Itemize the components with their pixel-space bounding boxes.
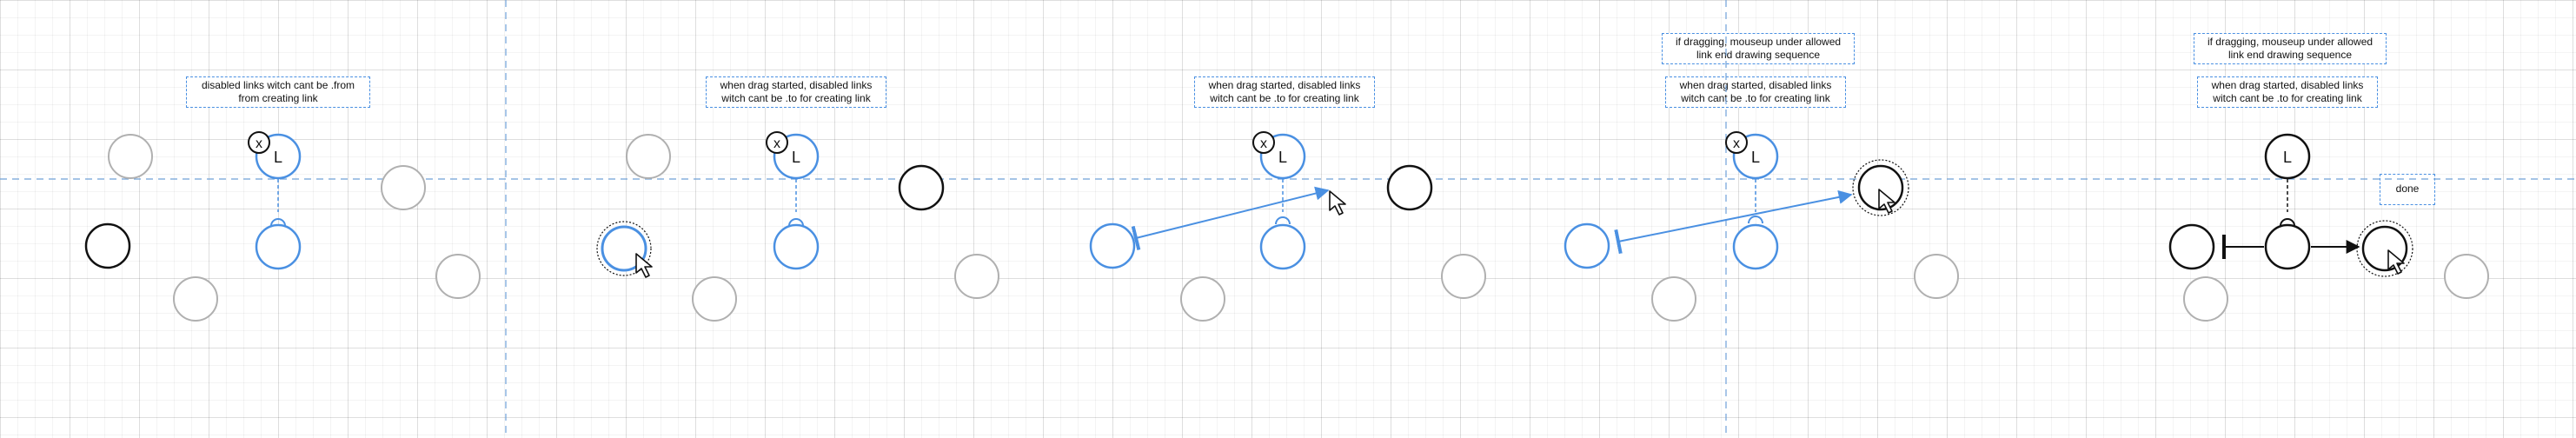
link-hop-arc	[1748, 216, 1763, 224]
node-gray[interactable]	[1914, 254, 1959, 299]
node-gray[interactable]	[1180, 276, 1225, 322]
node-black[interactable]	[2168, 223, 2215, 270]
node-blue-source[interactable]	[1564, 222, 1610, 269]
node-black[interactable]	[2264, 223, 2311, 270]
node-black-target[interactable]	[1857, 164, 1904, 211]
node-gray[interactable]	[692, 276, 737, 322]
link-hop-arc	[2280, 218, 2295, 227]
link-hop-arc	[788, 218, 804, 227]
note-panel5-disabled-to: when drag started, disabled links witch …	[2197, 76, 2378, 108]
cursor-arrow-icon	[2387, 249, 2405, 275]
close-badge[interactable]	[1252, 131, 1275, 154]
note-panel3-disabled-to: when drag started, disabled links witch …	[1194, 76, 1375, 108]
node-label-l: L	[792, 149, 800, 166]
link-drag-line	[1614, 190, 1853, 255]
node-label-l: L	[274, 149, 282, 166]
cursor-arrow-icon	[1329, 190, 1346, 216]
close-icon: x	[773, 136, 780, 151]
node-label-l: L	[1278, 149, 1287, 166]
link-hop-arc	[1275, 216, 1291, 225]
node-black[interactable]	[84, 222, 131, 269]
node-blue-dragging[interactable]	[601, 225, 647, 272]
node-gray[interactable]	[1441, 254, 1486, 299]
node-gray[interactable]	[1651, 276, 1696, 322]
link-drag-line	[1131, 186, 1330, 251]
target-ring	[2356, 220, 2413, 277]
node-gray[interactable]	[2444, 254, 2489, 299]
node-blue-source[interactable]	[1089, 222, 1136, 269]
node-blue[interactable]	[255, 223, 302, 270]
node-gray[interactable]	[381, 165, 426, 210]
node-blue[interactable]	[773, 223, 820, 270]
node-gray[interactable]	[2183, 276, 2228, 322]
close-icon: x	[1260, 136, 1267, 151]
note-panel5-mouseup-sequence: if dragging, mouseup under allowed link …	[2194, 33, 2387, 64]
note-panel2-disabled-to: when drag started, disabled links witch …	[706, 76, 886, 108]
close-icon: x	[1733, 136, 1740, 151]
note-panel4-mouseup-sequence: if dragging, mouseup under allowed link …	[1662, 33, 1855, 64]
node-label-l: L	[1751, 149, 1760, 166]
node-gray[interactable]	[108, 134, 153, 179]
node-gray[interactable]	[173, 276, 218, 322]
note-panel4-disabled-to: when drag started, disabled links witch …	[1665, 76, 1846, 108]
node-label-l: L	[2283, 149, 2292, 166]
cursor-arrow-icon	[1878, 189, 1895, 214]
node-gray[interactable]	[626, 134, 671, 179]
target-ring	[1852, 159, 1909, 216]
selection-ring	[596, 221, 652, 276]
node-gray[interactable]	[954, 254, 999, 299]
node-gray[interactable]	[435, 254, 481, 299]
cursor-arrow-icon	[635, 253, 653, 278]
node-blue[interactable]	[1732, 223, 1779, 270]
node-black-l[interactable]	[2264, 133, 2311, 180]
node-blue[interactable]	[1259, 223, 1306, 270]
close-badge[interactable]	[248, 131, 270, 154]
node-black[interactable]	[898, 164, 945, 211]
close-icon: x	[256, 136, 262, 151]
note-panel1-disabled-from: disabled links witch cant be .from from …	[186, 76, 370, 108]
close-badge[interactable]	[1725, 131, 1748, 154]
close-badge[interactable]	[766, 131, 788, 154]
node-black[interactable]	[1386, 164, 1433, 211]
link-hop-arc	[270, 218, 286, 227]
